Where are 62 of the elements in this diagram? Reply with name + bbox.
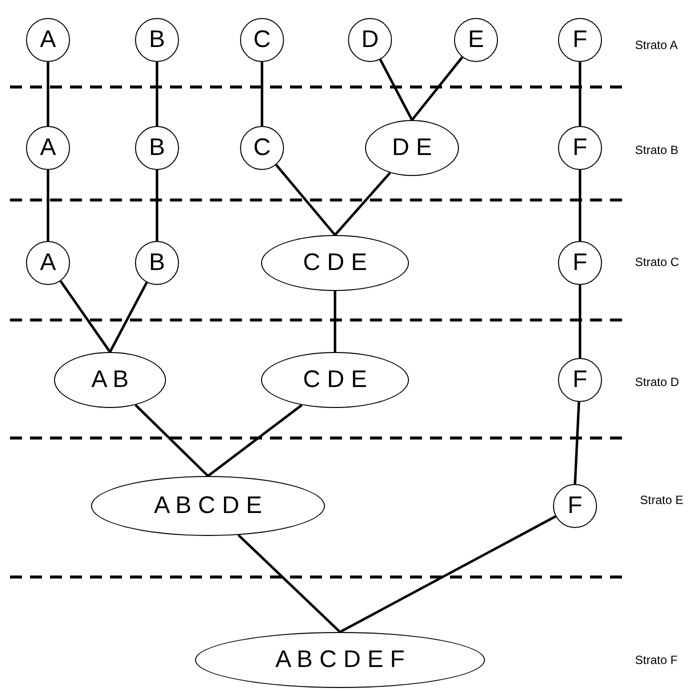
connector-line [578, 170, 582, 241]
node-label: F [572, 368, 588, 392]
connector-line [108, 282, 148, 353]
stratum-label: Strato C [635, 255, 680, 269]
connector-line [275, 164, 336, 236]
connector-line [134, 404, 209, 477]
connector-line [578, 62, 582, 126]
node-label: B [148, 251, 165, 275]
node-label: A [40, 28, 56, 52]
circle-node [135, 18, 179, 62]
node-label: C [253, 28, 271, 52]
connector-line [60, 280, 112, 353]
circle-node [558, 358, 602, 402]
circle-node [26, 241, 70, 285]
circle-node [240, 18, 284, 62]
connector-line [46, 170, 50, 241]
connector-line [578, 285, 582, 358]
circle-node [26, 126, 70, 170]
node-label: C D E [302, 368, 367, 392]
circle-node [348, 18, 392, 62]
node-label: E [468, 28, 484, 52]
circle-node [558, 18, 602, 62]
node-label: B [148, 136, 165, 160]
stratum-label: Strato F [635, 653, 678, 667]
stratum-label: Strato E [640, 493, 684, 507]
node-label: A B C D E [154, 494, 262, 518]
node-label: A B [91, 368, 129, 392]
node-label: D E [392, 136, 432, 160]
connector-line [46, 62, 50, 126]
circle-node [454, 18, 498, 62]
node-label: A [40, 136, 56, 160]
connector-line [334, 172, 392, 236]
node-label: C [253, 136, 271, 160]
connector-line [156, 62, 158, 126]
connector-line [207, 404, 303, 477]
connector-line [379, 58, 414, 121]
stratum-label: Strato B [635, 143, 678, 157]
node-label: C D E [302, 251, 367, 275]
connector-line [411, 56, 464, 121]
connector-line [574, 402, 580, 484]
node-label: B [148, 28, 165, 52]
connector-line [339, 515, 556, 634]
node-label: D [361, 28, 379, 52]
stratum-label: Strato A [635, 38, 678, 52]
circle-node [26, 18, 70, 62]
stratum-label: Strato D [635, 375, 680, 389]
node-label: A [40, 251, 56, 275]
circle-node [135, 126, 179, 170]
node-label: F [568, 494, 582, 518]
circle-node [558, 126, 602, 170]
connector-line [156, 170, 158, 241]
node-label: F [572, 251, 588, 275]
circle-node [240, 126, 284, 170]
connector-line [238, 534, 341, 633]
connector-line [260, 62, 264, 126]
connector-line [334, 291, 336, 352]
node-label: F [572, 136, 588, 160]
circle-node [558, 241, 602, 285]
node-label: A B C D E F [275, 648, 405, 672]
circle-node [135, 241, 179, 285]
node-label: F [572, 28, 588, 52]
circle-node [553, 484, 597, 528]
